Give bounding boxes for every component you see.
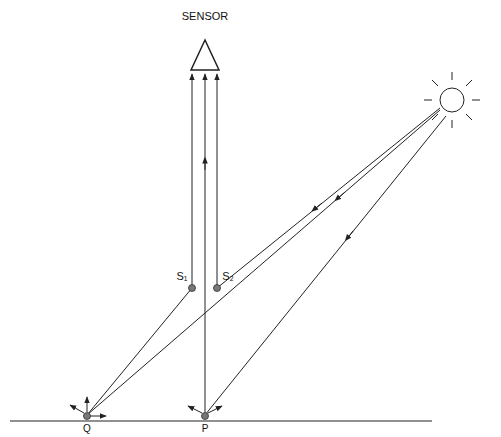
sensor-triangle: [191, 40, 219, 70]
sun-symbol: [424, 72, 480, 128]
point-label: P: [202, 424, 209, 434]
point-label: S₁: [176, 271, 187, 282]
sensor-label: SENSOR: [182, 11, 228, 22]
point-label: Q: [83, 424, 91, 434]
point-label: S₂: [222, 271, 234, 282]
